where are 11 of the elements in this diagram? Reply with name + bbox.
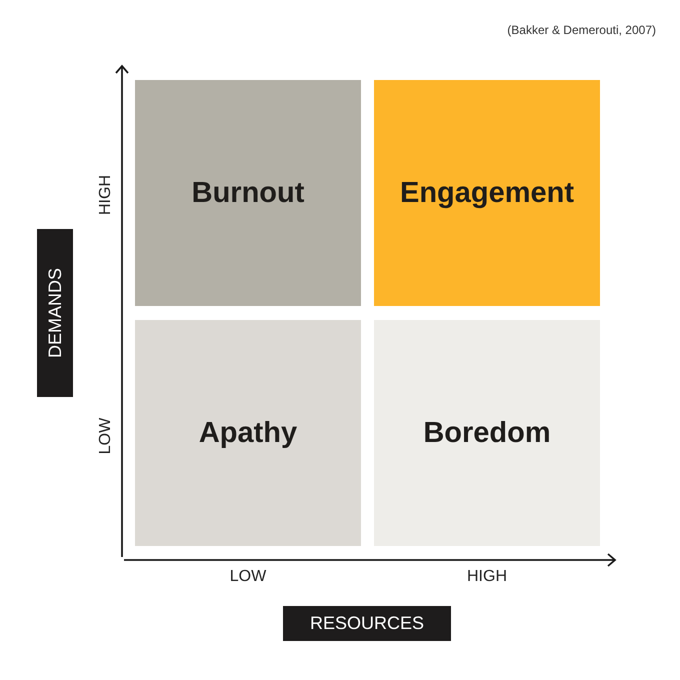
citation-text: (Bakker & Demerouti, 2007) [507, 24, 656, 38]
axis-level-label: HIGH [96, 175, 115, 215]
axis-level-label: HIGH [467, 568, 507, 586]
axis-title-bar: RESOURCES [283, 606, 451, 640]
axis-level-label: LOW [230, 568, 266, 586]
quadrant-tile: Boredom [374, 320, 600, 546]
axis-level-label: LOW [96, 418, 115, 454]
axis-title-bar: DEMANDS [37, 229, 73, 397]
quadrant-tile: Apathy [135, 320, 361, 546]
quadrant-tile: Engagement [374, 80, 600, 306]
quadrant-tile: Burnout [135, 80, 361, 306]
